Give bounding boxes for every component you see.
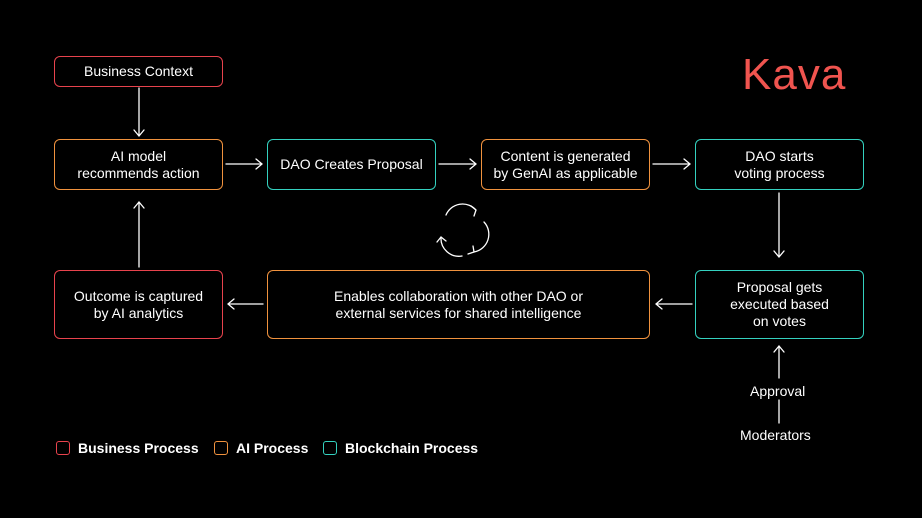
node-dao-voting: DAO starts voting process xyxy=(695,139,864,190)
legend-business: Business Process xyxy=(56,440,199,456)
legend-ai-label: AI Process xyxy=(236,440,309,456)
arrow-content-to-voting xyxy=(652,158,691,170)
node-outcome-captured: Outcome is captured by AI analytics xyxy=(54,270,223,339)
approval-label: Approval xyxy=(750,383,806,399)
legend-ai-swatch xyxy=(214,441,228,455)
arrow-executed-to-collab xyxy=(655,298,693,310)
node-business-context: Business Context xyxy=(54,56,223,87)
kava-logo: Kava xyxy=(742,50,847,99)
arrow-dao-to-content xyxy=(438,158,477,170)
legend-blockchain-swatch xyxy=(323,441,337,455)
legend-business-label: Business Process xyxy=(78,440,199,456)
legend-blockchain: Blockchain Process xyxy=(323,440,478,456)
arrow-ai-to-dao xyxy=(225,158,263,170)
legend-blockchain-label: Blockchain Process xyxy=(345,440,479,456)
legend-business-swatch xyxy=(56,441,70,455)
arrow-approval-to-executed xyxy=(773,345,785,379)
arrow-context-to-ai xyxy=(133,87,145,137)
legend-ai: AI Process xyxy=(214,440,308,456)
arrow-outcome-to-ai xyxy=(133,201,145,268)
arrow-collab-to-outcome xyxy=(227,298,264,310)
arrow-voting-to-executed xyxy=(773,192,785,258)
moderators-label: Moderators xyxy=(740,427,811,443)
refresh-cycle-icon xyxy=(436,203,490,257)
node-dao-creates-proposal: DAO Creates Proposal xyxy=(267,139,436,190)
node-content-generated: Content is generated by GenAI as applica… xyxy=(481,139,650,190)
node-collaboration: Enables collaboration with other DAO or … xyxy=(267,270,650,339)
node-proposal-executed: Proposal gets executed based on votes xyxy=(695,270,864,339)
node-ai-recommends: AI model recommends action xyxy=(54,139,223,190)
